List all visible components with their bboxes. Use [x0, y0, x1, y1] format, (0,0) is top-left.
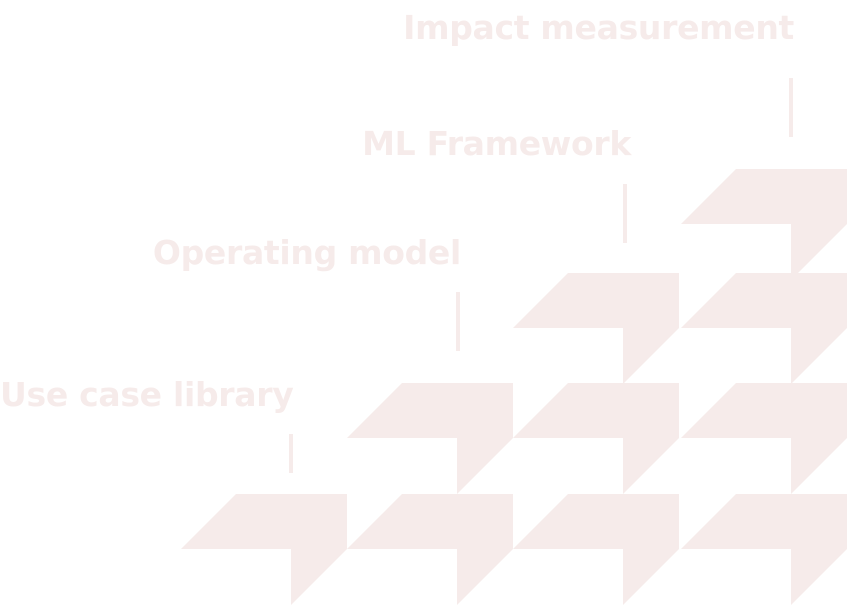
- chevron-r2-c3: [513, 383, 679, 494]
- step-label-impact-measurement: Impact measurement: [403, 8, 794, 47]
- chevron-r1-c2: [347, 494, 513, 605]
- chevron-r2-c4: [681, 383, 847, 494]
- chevron-r3-c4: [681, 273, 847, 384]
- chevron-r3-c3: [513, 273, 679, 384]
- chevron-r4-c4: [681, 169, 847, 280]
- chevron-r1-c4: [681, 494, 847, 605]
- step-label-ml-framework: ML Framework: [362, 124, 631, 163]
- chevron-r1-c1: [181, 494, 347, 605]
- step-label-use-case-library: Use case library: [0, 375, 294, 414]
- chevron-r1-c3: [513, 494, 679, 605]
- step-label-operating-model: Operating model: [152, 233, 461, 272]
- chevron-r2-c2: [347, 383, 513, 494]
